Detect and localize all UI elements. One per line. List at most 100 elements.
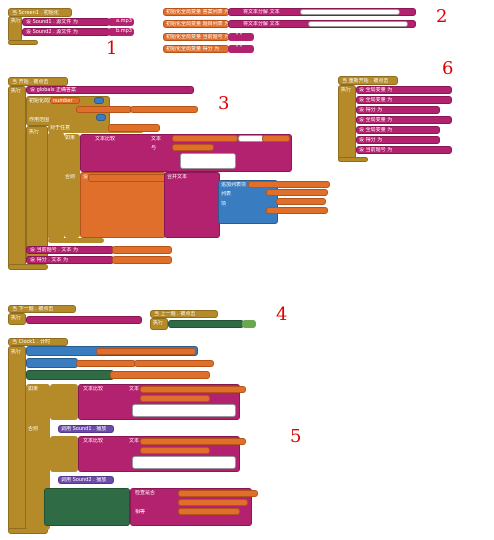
start-set-row-1[interactable]: 设 globals 正确答案 (26, 86, 194, 94)
restart-row-1[interactable]: 设 全局变量 为 (356, 86, 452, 94)
prev-click-event[interactable]: 当 上一题 . 被点击 (150, 310, 218, 318)
start-footer-1-label: 设 当前题号 . 文本 为 (30, 247, 78, 253)
start-footer-var-1[interactable] (112, 246, 172, 254)
else-var-1[interactable] (88, 174, 168, 182)
start-inner-body: 执行 (26, 126, 48, 264)
foreach-block[interactable]: 对于任意 (48, 124, 144, 133)
restart-row-4[interactable]: 设 全局变量 为 (356, 116, 452, 124)
global-var-current[interactable]: 初始化全局变量 当前题号 为 (163, 33, 229, 41)
next-set-row[interactable] (26, 316, 142, 324)
compare-var-3[interactable] (276, 198, 326, 205)
split-text-label-2: 将文本分解 文本 (243, 21, 280, 27)
global-var-current-value[interactable]: " " (228, 33, 254, 41)
set-sound2-block[interactable]: 设 Sound2 . 源文件 为 (22, 28, 110, 36)
global-var-score[interactable]: 初始化全局变量 得分 为 (163, 45, 229, 53)
if-var-3[interactable] (172, 144, 214, 151)
else-label: 否则 (65, 174, 76, 180)
clock-timer-event[interactable]: 当 Clock1 . 计时 (8, 338, 68, 346)
compare-var-2[interactable] (266, 189, 328, 196)
restart-row-2[interactable]: 设 全局变量 为 (356, 96, 452, 104)
clock-inner-if-1[interactable] (50, 384, 78, 420)
foreach-label: 对于任意 (50, 125, 71, 131)
start-footer-2-label: 设 得分 . 文本 为 (30, 257, 68, 263)
clock-final-block[interactable] (44, 488, 130, 526)
compare-var-1[interactable] (248, 181, 330, 188)
restart-event-label: 当 重新开始 . 被点击 (342, 78, 389, 84)
clock-proc-2-var-2[interactable] (140, 447, 210, 454)
start-cmp-row-3[interactable] (96, 114, 106, 121)
compare-var-4[interactable] (266, 207, 328, 214)
inner-do-label: 执行 (29, 129, 40, 135)
global-var-questions[interactable]: 初始化全局变量 题目列表 为 (163, 20, 229, 28)
if-text-1[interactable] (238, 135, 264, 142)
event-label: 当 Screen1 . 初始化 (12, 10, 59, 16)
start-footer-var-2[interactable] (112, 256, 172, 264)
restart-row-2-label: 设 全局变量 为 (359, 97, 393, 103)
clock-switch-row[interactable] (26, 370, 114, 380)
local-var-name-label: number (53, 98, 73, 104)
clock-proc-1-var-1[interactable] (140, 386, 246, 393)
split-text-value-2[interactable] (308, 21, 408, 27)
restart-row-5[interactable]: 设 全局变量 为 (356, 126, 440, 134)
start-click-event[interactable]: 当 开始 . 被点击 (8, 77, 68, 86)
clock-proc-1-blank (132, 404, 236, 417)
if-var-1[interactable] (172, 135, 238, 142)
append-label: 追加列表项 (221, 182, 247, 188)
next-do-label: 执行 (11, 315, 22, 321)
set-sound1-block[interactable]: 设 Sound1 . 源文件 为 (22, 18, 110, 26)
set-sound2-label: 设 Sound2 . 源文件 为 (26, 29, 78, 35)
item-label: 项 (221, 201, 227, 207)
restart-row-6[interactable]: 设 得分 为 (356, 136, 440, 144)
clock-text-label-2: 文本 (129, 438, 140, 444)
clock-var-2[interactable] (76, 360, 136, 367)
clock-call-sound1[interactable]: 调用 Sound1 . 播放 (58, 425, 114, 433)
local-var-value[interactable] (94, 97, 104, 104)
restart-do-label: 执行 (341, 87, 352, 93)
global-var-score-value[interactable]: " " (228, 45, 254, 53)
next-click-event[interactable]: 当 下一题 . 被点击 (8, 305, 76, 313)
sound1-source-value: a.mp3 (116, 18, 132, 24)
clock-final-var-2[interactable] (178, 499, 248, 506)
screen-init-event[interactable]: 当 Screen1 . 初始化 (8, 8, 72, 17)
clock-final-var-3[interactable] (178, 508, 240, 515)
clock-call-sound2[interactable]: 调用 Sound2 . 播放 (58, 476, 114, 484)
local-var-name[interactable]: number (50, 97, 80, 104)
clock-compare-label-2: 文本比较 (83, 438, 104, 444)
prev-do-label: 执行 (153, 320, 164, 326)
if-var-2[interactable] (262, 135, 290, 142)
foreach-list[interactable] (108, 124, 160, 132)
else-proc-block[interactable]: 合并文本 (164, 172, 220, 238)
clock-compare-label-1: 文本比较 (83, 386, 104, 392)
marker-6: 6 (442, 58, 454, 79)
start-var-row-2[interactable] (76, 106, 132, 113)
event-body-left: 执行 (8, 16, 22, 42)
prev-set-row[interactable] (168, 320, 244, 328)
clock-call-sound1-label: 调用 Sound1 . 播放 (61, 426, 107, 432)
global-var-answers[interactable]: 初始化全局变量 答案列表 为 (163, 8, 229, 16)
start-footer-set-1[interactable]: 设 当前题号 . 文本 为 (26, 246, 114, 254)
start-var-row-3[interactable] (130, 106, 198, 113)
start-footer-set-2[interactable]: 设 得分 . 文本 为 (26, 256, 114, 264)
restart-row-4-label: 设 全局变量 为 (359, 117, 393, 123)
clock-proc-1-var-2[interactable] (140, 395, 210, 402)
prev-value[interactable] (242, 320, 256, 328)
marker-5: 5 (290, 426, 302, 447)
clock-final-var-1[interactable] (178, 490, 258, 497)
prev-event-label: 当 上一题 . 被点击 (154, 311, 196, 317)
clock-call-sound2-label: 调用 Sound2 . 播放 (61, 477, 107, 483)
restart-click-event[interactable]: 当 重新开始 . 被点击 (338, 76, 398, 85)
restart-row-7[interactable]: 设 当前题号 为 (356, 146, 452, 154)
sound2-source-text[interactable]: b.mp3 (108, 28, 134, 36)
clock-inner-if-2[interactable] (50, 436, 78, 472)
split-text-value-1[interactable] (300, 9, 400, 15)
clock-if-label: 如果 (28, 386, 39, 392)
clock-var-3[interactable] (134, 360, 214, 367)
global-var-score-label: 初始化全局变量 得分 为 (166, 46, 220, 52)
clock-proc-2-var-1[interactable] (140, 438, 246, 445)
restart-row-3[interactable]: 设 得分 为 (356, 106, 440, 114)
clock-var-1[interactable] (96, 348, 196, 355)
clock-var-4[interactable] (110, 371, 210, 379)
if-block[interactable]: 如果 否则 (64, 134, 80, 238)
sound1-source-text[interactable]: a.mp3 (108, 18, 134, 26)
clock-set-row-2[interactable] (26, 358, 78, 368)
